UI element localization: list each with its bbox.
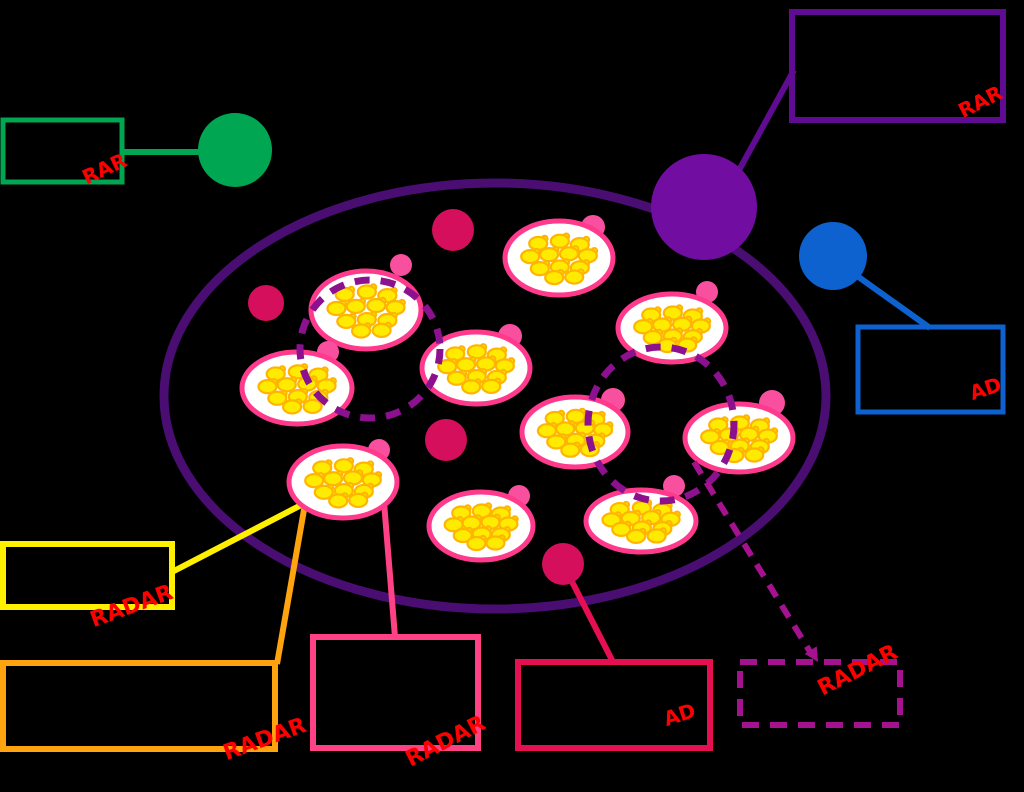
cell-6-blob-8 [546, 434, 567, 450]
cell-2-blob-2 [549, 233, 570, 249]
cell-1-blob-12 [371, 322, 392, 338]
cell-3-blob-11 [281, 399, 303, 415]
cell-2-blob-11 [544, 270, 565, 286]
cell-9-blob-11 [466, 535, 487, 552]
cell-3-blob-5 [276, 377, 297, 393]
crimson-dot-2 [248, 285, 284, 321]
cell-4-blob-12 [481, 378, 502, 394]
cell-4-blob-2 [466, 344, 487, 360]
cell-2-blob-8 [529, 261, 550, 277]
cell-2-blob-6 [558, 246, 580, 262]
cell-8-blob-12 [348, 492, 369, 508]
cell-4-blob-11 [461, 379, 482, 395]
purple-box [789, 9, 1006, 123]
orange-box [0, 660, 278, 752]
cell-10-blob-8 [611, 521, 632, 537]
cell-7-blob-8 [709, 439, 730, 456]
cell-10-blob-12 [646, 528, 667, 544]
cell-1-blob-6 [366, 297, 387, 314]
cell-4-blob-6 [475, 356, 497, 372]
cell-3-blob-4 [257, 379, 278, 395]
cell-6-blob-2 [565, 408, 586, 424]
purple-node [651, 154, 757, 260]
green-box [0, 117, 125, 185]
cell-8-blob-2 [333, 458, 354, 474]
dashed-connector-line [691, 460, 815, 657]
green-node [198, 113, 272, 187]
cell-8-blob-8 [313, 484, 334, 500]
cell-5-blob-2 [662, 305, 683, 321]
cell-8-blob-5 [322, 471, 344, 487]
purple-line [735, 68, 797, 174]
cell-10-blob-11 [625, 528, 647, 545]
cell-2-blob-12 [564, 269, 585, 285]
cell-8-blob-11 [328, 493, 349, 509]
yellow-line [170, 499, 309, 575]
blue-box [855, 324, 1006, 415]
blue-node [799, 222, 867, 290]
cell-1-blob-8 [336, 313, 357, 329]
dashed-connector-arrowhead [804, 646, 818, 662]
outer-ellipse [159, 178, 831, 614]
yellow-box [0, 541, 175, 610]
cell-8-blob-6 [342, 470, 364, 486]
dashed-circle-1 [296, 276, 444, 422]
cell-1-blob-7 [385, 300, 406, 316]
cell-6-blob-11 [560, 442, 581, 458]
cell-9-blob-12 [485, 535, 506, 551]
cell-1-blob-2 [356, 284, 377, 300]
blue-line [844, 265, 932, 331]
cell-4-blob-8 [446, 370, 467, 386]
orange-line [274, 503, 308, 665]
cell-3-blob-12 [302, 398, 323, 414]
cell-1-blob-11 [350, 323, 372, 339]
cell-3-blob-8 [267, 390, 288, 406]
cell-2-blob-5 [538, 247, 560, 263]
crimson-dot-4 [542, 543, 584, 585]
cell-1-blob-5 [345, 298, 366, 314]
cell-1-bubble [390, 254, 412, 276]
cell-9-blob-8 [452, 527, 473, 544]
crimson-box [515, 659, 713, 751]
dashed-circle-2 [584, 343, 738, 505]
cell-4-blob-5 [455, 357, 477, 373]
cell-2-blob-4 [520, 249, 541, 265]
pink-box [310, 634, 481, 751]
crimson-dot-1 [432, 209, 474, 251]
cell-7-blob-12 [744, 447, 765, 463]
cell-1-blob-4 [326, 300, 347, 317]
crimson-dot-3 [425, 419, 467, 461]
